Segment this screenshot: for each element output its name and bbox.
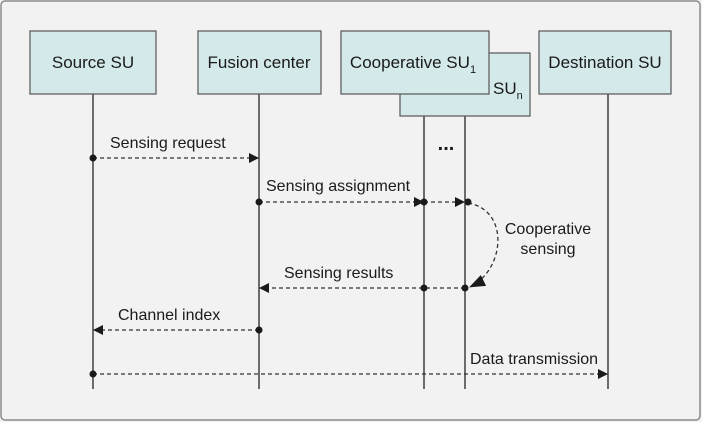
participant-coop1-box	[340, 30, 490, 95]
coopn-main: SU	[493, 79, 517, 98]
dot-sensing-results-coopn	[461, 284, 469, 292]
participant-source-box	[29, 30, 157, 95]
dot-sensing-request	[89, 154, 97, 162]
dot-sensing-results-coop1	[420, 284, 428, 292]
label-cooperative-sensing-line2: sensing	[520, 241, 575, 258]
label-sensing-request: Sensing request	[110, 135, 226, 152]
dot-sensing-assignment-start	[255, 198, 263, 206]
participant-coop1-label: Cooperative SU1	[350, 53, 476, 76]
dot-channel-index	[255, 326, 263, 334]
coop1-subscript: 1	[470, 64, 476, 76]
label-sensing-assignment: Sensing assignment	[266, 178, 411, 195]
coop1-main: Cooperative SU	[350, 53, 470, 72]
dot-sensing-assignment-mid	[420, 198, 428, 206]
coopn-subscript: n	[517, 90, 523, 102]
label-channel-index: Channel index	[118, 307, 220, 324]
dot-data-transmission	[89, 370, 97, 378]
label-data-transmission: Data transmission	[470, 351, 598, 368]
participant-dest-box	[538, 30, 672, 95]
dot-sensing-assignment-end	[464, 198, 472, 206]
participant-fusion-label: Fusion center	[208, 53, 311, 72]
label-sensing-results: Sensing results	[284, 265, 393, 282]
participant-dest-label: Destination SU	[548, 53, 661, 72]
participant-source-label: Source SU	[52, 53, 134, 72]
ellipsis: ...	[438, 133, 455, 155]
participant-fusion-box	[197, 30, 322, 95]
label-cooperative-sensing-line1: Cooperative	[505, 221, 591, 238]
participant-coopn-label: SUn	[493, 79, 523, 102]
